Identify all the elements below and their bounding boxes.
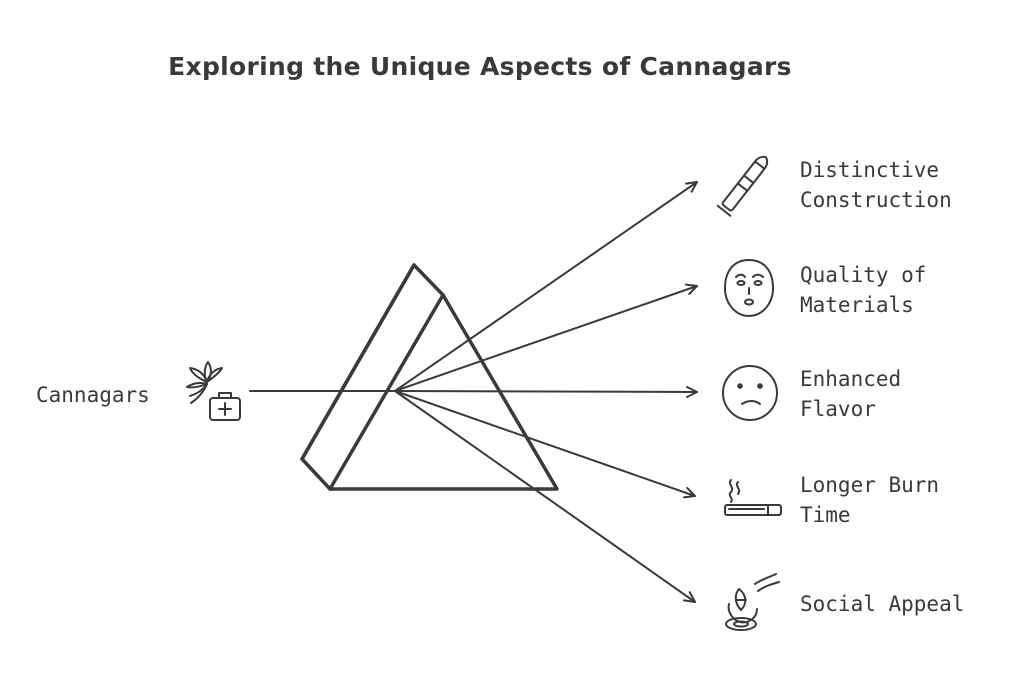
smoking-cigar-icon [724, 479, 782, 516]
output-label-distinctive-construction: Distinctive Construction [800, 158, 952, 212]
output-label-longer-burn-time: Longer Burn Time [800, 473, 940, 527]
ray-enhanced-flavor [394, 385, 698, 398]
diagram-title: Exploring the Unique Aspects of Cannagar… [168, 52, 792, 81]
prism-shape [300, 263, 559, 491]
hand-holding-cigar-icon [725, 573, 780, 631]
ray-longer-burn-time [394, 390, 696, 499]
output-rays [394, 181, 698, 603]
output-label-quality-of-materials: Quality of Materials [800, 263, 927, 317]
ray-quality-of-materials [394, 283, 698, 392]
ray-social-appeal [394, 390, 696, 603]
thinking-face-icon [722, 365, 778, 421]
source-label: Cannagars [36, 383, 150, 407]
output-label-social-appeal: Social Appeal [800, 592, 965, 616]
face-mask-icon [724, 259, 774, 317]
cannabis-leaf-medical-kit-icon [186, 361, 241, 421]
cigar-icon [716, 155, 769, 217]
output-label-enhanced-flavor: Enhanced Flavor [800, 367, 902, 421]
ray-distinctive-construction [394, 181, 698, 392]
